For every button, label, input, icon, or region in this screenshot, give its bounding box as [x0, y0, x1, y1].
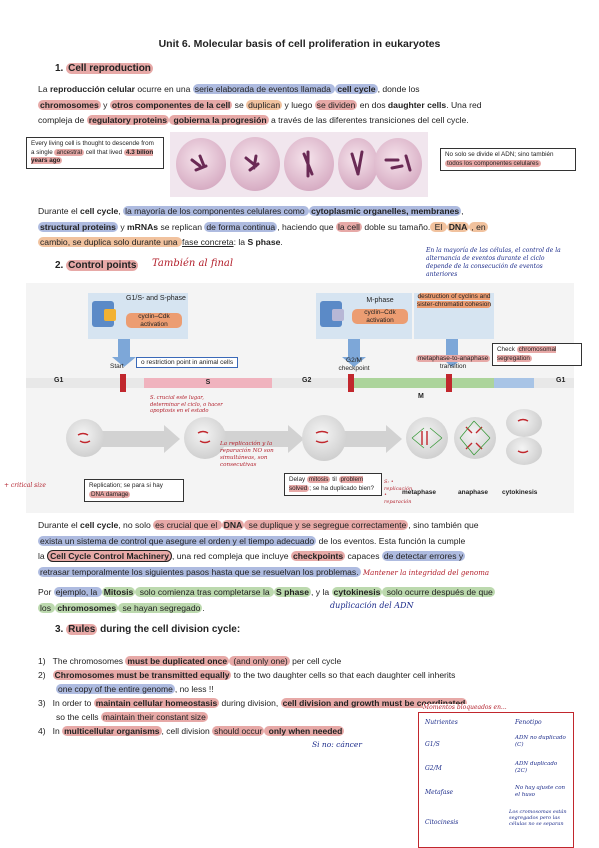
- handwritten-note-replication: La replicación y la reparación NO son si…: [220, 441, 274, 468]
- section-3-heading: 3. Rules during the cell division cycle:: [55, 624, 241, 635]
- mphase-kinase-label: cyclin–Cdk activation: [352, 309, 408, 324]
- handwritten-blocked-table: Momentos bloqueados en... Nutrientes Fen…: [418, 704, 574, 848]
- start-checkpoint-marker: [120, 374, 126, 392]
- section-2-heading: 2. Control points: [55, 260, 139, 271]
- micrograph-cell: [176, 138, 226, 190]
- handwritten-note-s: S: • replicación • reparación: [384, 479, 413, 505]
- handwritten-note-start: S. crucial este lugar, determinar el cic…: [150, 395, 223, 414]
- table-row-value: Fenotipo: [515, 719, 542, 726]
- cell-cytokinesis-top: [506, 409, 542, 437]
- section-title: Control points: [66, 260, 139, 271]
- handwritten-note-genome: Mantener la integridad del genoma: [363, 568, 490, 577]
- table-row-label: Metafase: [425, 789, 454, 796]
- note-box-ancestral: Every living cell is thought to descende…: [26, 137, 164, 169]
- cell-anaphase-drawing: [454, 417, 496, 459]
- table-row-value: No hay ajuste con el huso: [515, 785, 566, 798]
- handwritten-note-critical-size: + critical size: [4, 482, 46, 489]
- g2m-checkpoint-marker: [348, 374, 354, 392]
- g2m-checkpoint-label: G2/M checkpoint: [338, 357, 370, 372]
- cyclin-icon: [104, 309, 116, 321]
- g1s-kinase-label: cyclin–Cdk activation: [126, 313, 182, 328]
- meta-anaphase-marker: [446, 374, 452, 392]
- paragraph-control-machinery: Durante el cell cycle, no solo es crucia…: [38, 520, 490, 577]
- g1s-kinase-box: G1/S- and S-phase cyclin–Cdk activation: [88, 293, 188, 339]
- label-anaphase: anaphase: [458, 489, 488, 496]
- table-header: Momentos bloqueados en...: [423, 704, 507, 711]
- handwritten-note-top-right: En la mayoría de las células, el control…: [426, 247, 561, 278]
- table-row-label: G2/M: [425, 765, 442, 772]
- phase-s-segment: S: [144, 378, 272, 388]
- delay-box: Delay mitosis til problem solved; se ha …: [284, 473, 382, 497]
- micrograph-cell: [338, 138, 378, 190]
- replication-box: Replication; se para si hay DNA damage: [84, 479, 184, 503]
- cell-cytokinesis-bottom: [506, 437, 542, 465]
- destruction-box: destruction of cyclins and sister-chroma…: [414, 293, 494, 339]
- section-title: Cell reproduction: [66, 63, 153, 74]
- mitosis-micrographs: [170, 132, 428, 197]
- table-row-value: Los cromosomas están segregados pero las…: [509, 809, 567, 827]
- table-row-label: Citocinesis: [425, 819, 459, 826]
- label-metaphase: metaphase: [402, 489, 436, 496]
- handwritten-note-dna: duplicación del ADN: [330, 601, 414, 610]
- phase-g1: G1: [54, 377, 64, 384]
- cell-s-drawing: [184, 417, 226, 459]
- phase-m: M: [418, 393, 424, 400]
- section-title: Rules: [66, 624, 98, 635]
- label-cytokinesis: cytokinesis: [502, 489, 538, 496]
- note-box-adn: No solo se divide el ADN; sino también t…: [440, 148, 576, 172]
- chromosome-marks: [190, 150, 412, 178]
- chromosome-drawings: [77, 418, 529, 456]
- page-title: Unit 6. Molecular basis of cell prolifer…: [158, 38, 441, 50]
- destruction-label: destruction of cyclins and sister-chroma…: [416, 293, 492, 308]
- rule-item: 2) Chromosomes must be transmitted equal…: [38, 670, 456, 694]
- g1s-label: G1/S- and S-phase: [126, 295, 186, 302]
- phase-cytokinesis-segment: [494, 378, 534, 388]
- rule-item: 3) In order to maintain cellular homeost…: [38, 698, 468, 722]
- rules-list: 1) The chromosomes must be duplicated on…: [38, 654, 564, 738]
- table-row-value: ADN no duplicado (C): [515, 735, 566, 748]
- section-number: 1.: [55, 63, 64, 74]
- check-box: Check chromosomal segregation: [492, 343, 582, 367]
- rule-item: 4) In multicellular organisms, cell divi…: [38, 726, 345, 736]
- phase-bar: G1 S G2 G1: [26, 374, 574, 392]
- cell-g2-drawing: [302, 415, 346, 461]
- phase-s: S: [205, 379, 211, 386]
- paragraph-example: Por ejemplo, la Mitosis solo comienza tr…: [38, 587, 495, 613]
- start-label: Start: [110, 363, 124, 370]
- cell-g1-drawing: [66, 419, 104, 457]
- paragraph-cell-reproduction: La reproducción celular ocurre en una se…: [38, 84, 482, 125]
- paragraph-cell-cycle: Durante el cell cycle, la mayoría de los…: [38, 206, 488, 247]
- table-row-label: G1/S: [425, 741, 440, 748]
- table-row-label: Nutrientes: [425, 719, 458, 726]
- table-row-value: ADN duplicado (2C): [515, 761, 558, 774]
- phase-m-segment: [354, 378, 494, 388]
- figure-arrows: [98, 339, 464, 453]
- mphase-kinase-box: M-phase cyclin–Cdk activation: [316, 293, 412, 339]
- rule-item: 1) The chromosomes must be duplicated on…: [38, 656, 342, 666]
- section-1-heading: 1. Cell reproduction: [55, 63, 153, 74]
- restriction-point-label: o restriction point in animal cells: [136, 357, 239, 368]
- mphase-label: M-phase: [366, 297, 394, 304]
- micrograph-cell: [374, 138, 422, 190]
- cell-cycle-figure: G1/S- and S-phase cyclin–Cdk activation …: [26, 283, 582, 513]
- handwritten-note-cancer: Si no: cáncer: [312, 740, 362, 749]
- phase-g1-end: G1: [556, 377, 566, 384]
- handwritten-note: También al final: [152, 258, 234, 269]
- cyclin-icon: [332, 309, 344, 321]
- phase-g2: G2: [302, 377, 312, 384]
